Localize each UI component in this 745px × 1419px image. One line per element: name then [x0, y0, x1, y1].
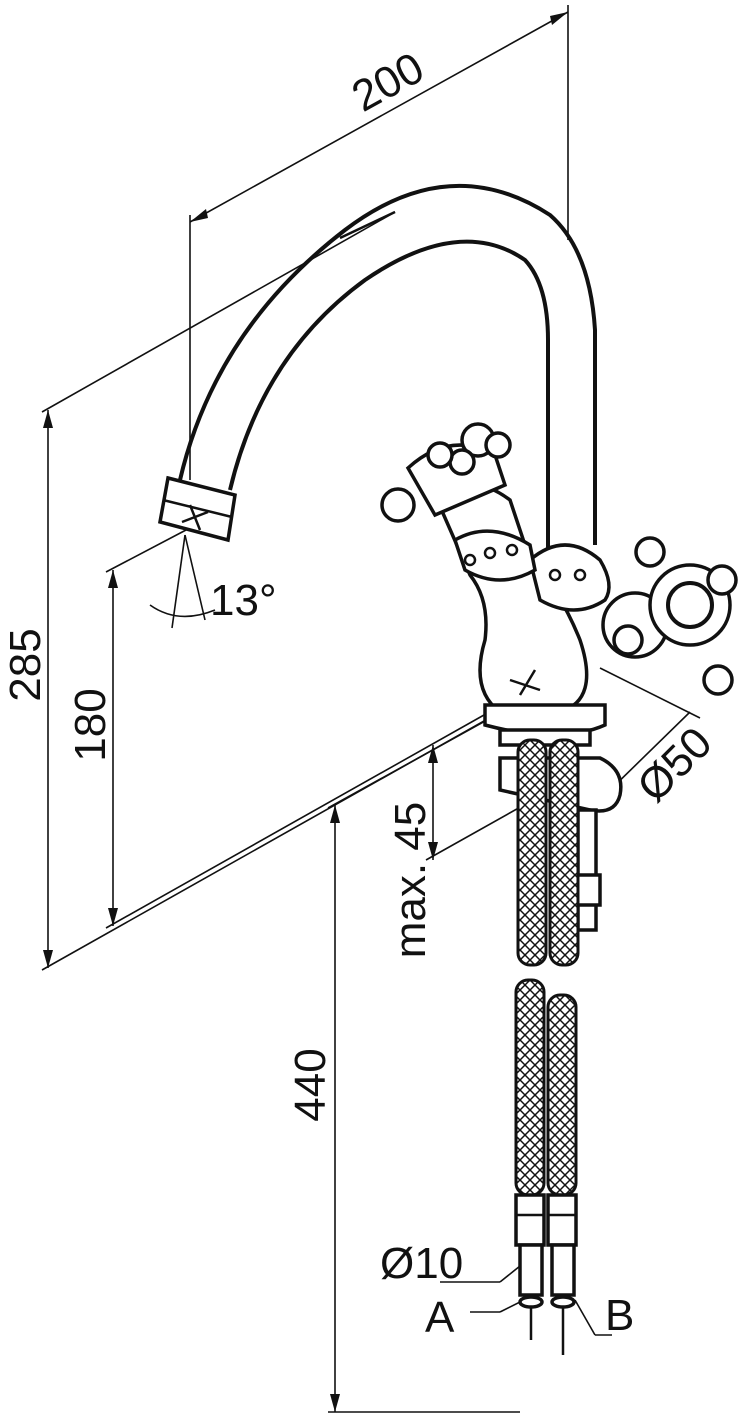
right-handle-knob-bottom	[702, 664, 734, 696]
reach-dimension-line	[189, 11, 569, 223]
label-spout-angle: 13°	[210, 576, 277, 625]
hose-440-arrow-top	[330, 805, 340, 823]
label-hose-connection: Ø10	[380, 1239, 463, 1288]
angle-line-vertical	[171, 534, 186, 629]
right-handle-knob-right	[706, 564, 738, 596]
hose-b-upper	[548, 738, 580, 967]
right-handle-hub-inner	[666, 581, 714, 629]
right-handle-knob-top	[634, 536, 666, 568]
height-285-top-extension	[41, 211, 396, 413]
hose-a-lower	[514, 978, 546, 1197]
spout	[157, 183, 597, 548]
diameter50-extension-top	[599, 667, 701, 719]
hose-a-upper	[516, 738, 548, 967]
dimension-labels: 200 285 180 13° Ø50 max. 45 440 Ø10 A B	[1, 43, 721, 1342]
height-180-top-extension	[105, 529, 187, 573]
aerator-mark	[181, 504, 209, 531]
left-cross-handle	[380, 422, 512, 523]
hose-b-lower	[546, 993, 578, 1197]
faucet-body	[432, 482, 623, 932]
supply-hoses	[514, 738, 580, 1355]
reach-arrow-left	[190, 209, 208, 222]
body-collar	[528, 543, 611, 612]
label-total-height: 285	[1, 628, 50, 701]
left-handle-knob-left	[380, 487, 416, 523]
max45-arrow-top	[428, 745, 438, 763]
label-connection-a: A	[425, 1293, 455, 1342]
label-spout-height: 180	[66, 688, 115, 761]
label-hose-length: 440	[286, 1048, 335, 1121]
deck-line-180	[105, 714, 485, 929]
hose-b-nut	[550, 1243, 576, 1297]
height-285-arrow-top	[43, 410, 53, 428]
label-spout-reach: 200	[344, 43, 432, 121]
height-285-arrow-bottom	[43, 950, 53, 968]
hose-a-ferrule	[514, 1193, 546, 1247]
body-ring-holes	[463, 543, 587, 582]
spout-outer-edge	[178, 183, 597, 545]
left-handle-knob-right	[484, 431, 512, 459]
aerator-ring	[162, 498, 233, 519]
label-max-deck: max. 45	[386, 802, 435, 959]
label-base-diameter: Ø50	[628, 718, 721, 811]
right-handle-knob-left	[612, 624, 644, 656]
height-180-arrow-top	[108, 570, 118, 588]
hose-b-ferrule	[546, 1193, 578, 1247]
angle-line-tilted	[184, 534, 206, 621]
body-cross-mark	[509, 669, 541, 696]
base-washer	[498, 728, 592, 747]
label-connection-b: B	[605, 1291, 634, 1340]
hose-440-arrow-bottom	[330, 1394, 340, 1412]
hose-a-nut	[518, 1243, 544, 1297]
left-handle-knob-back	[426, 441, 454, 469]
max45-arrow-bottom	[428, 842, 438, 860]
right-cross-handle	[601, 536, 738, 696]
spout-inner-edge	[228, 239, 550, 548]
spout-highlight	[339, 210, 396, 240]
reach-arrow-right	[550, 12, 568, 25]
b-leader	[574, 1299, 596, 1336]
height-180-arrow-bottom	[108, 908, 118, 926]
mounting-rod	[576, 808, 598, 932]
angle-arc	[149, 604, 216, 618]
hose-440-top-extension	[327, 709, 506, 809]
